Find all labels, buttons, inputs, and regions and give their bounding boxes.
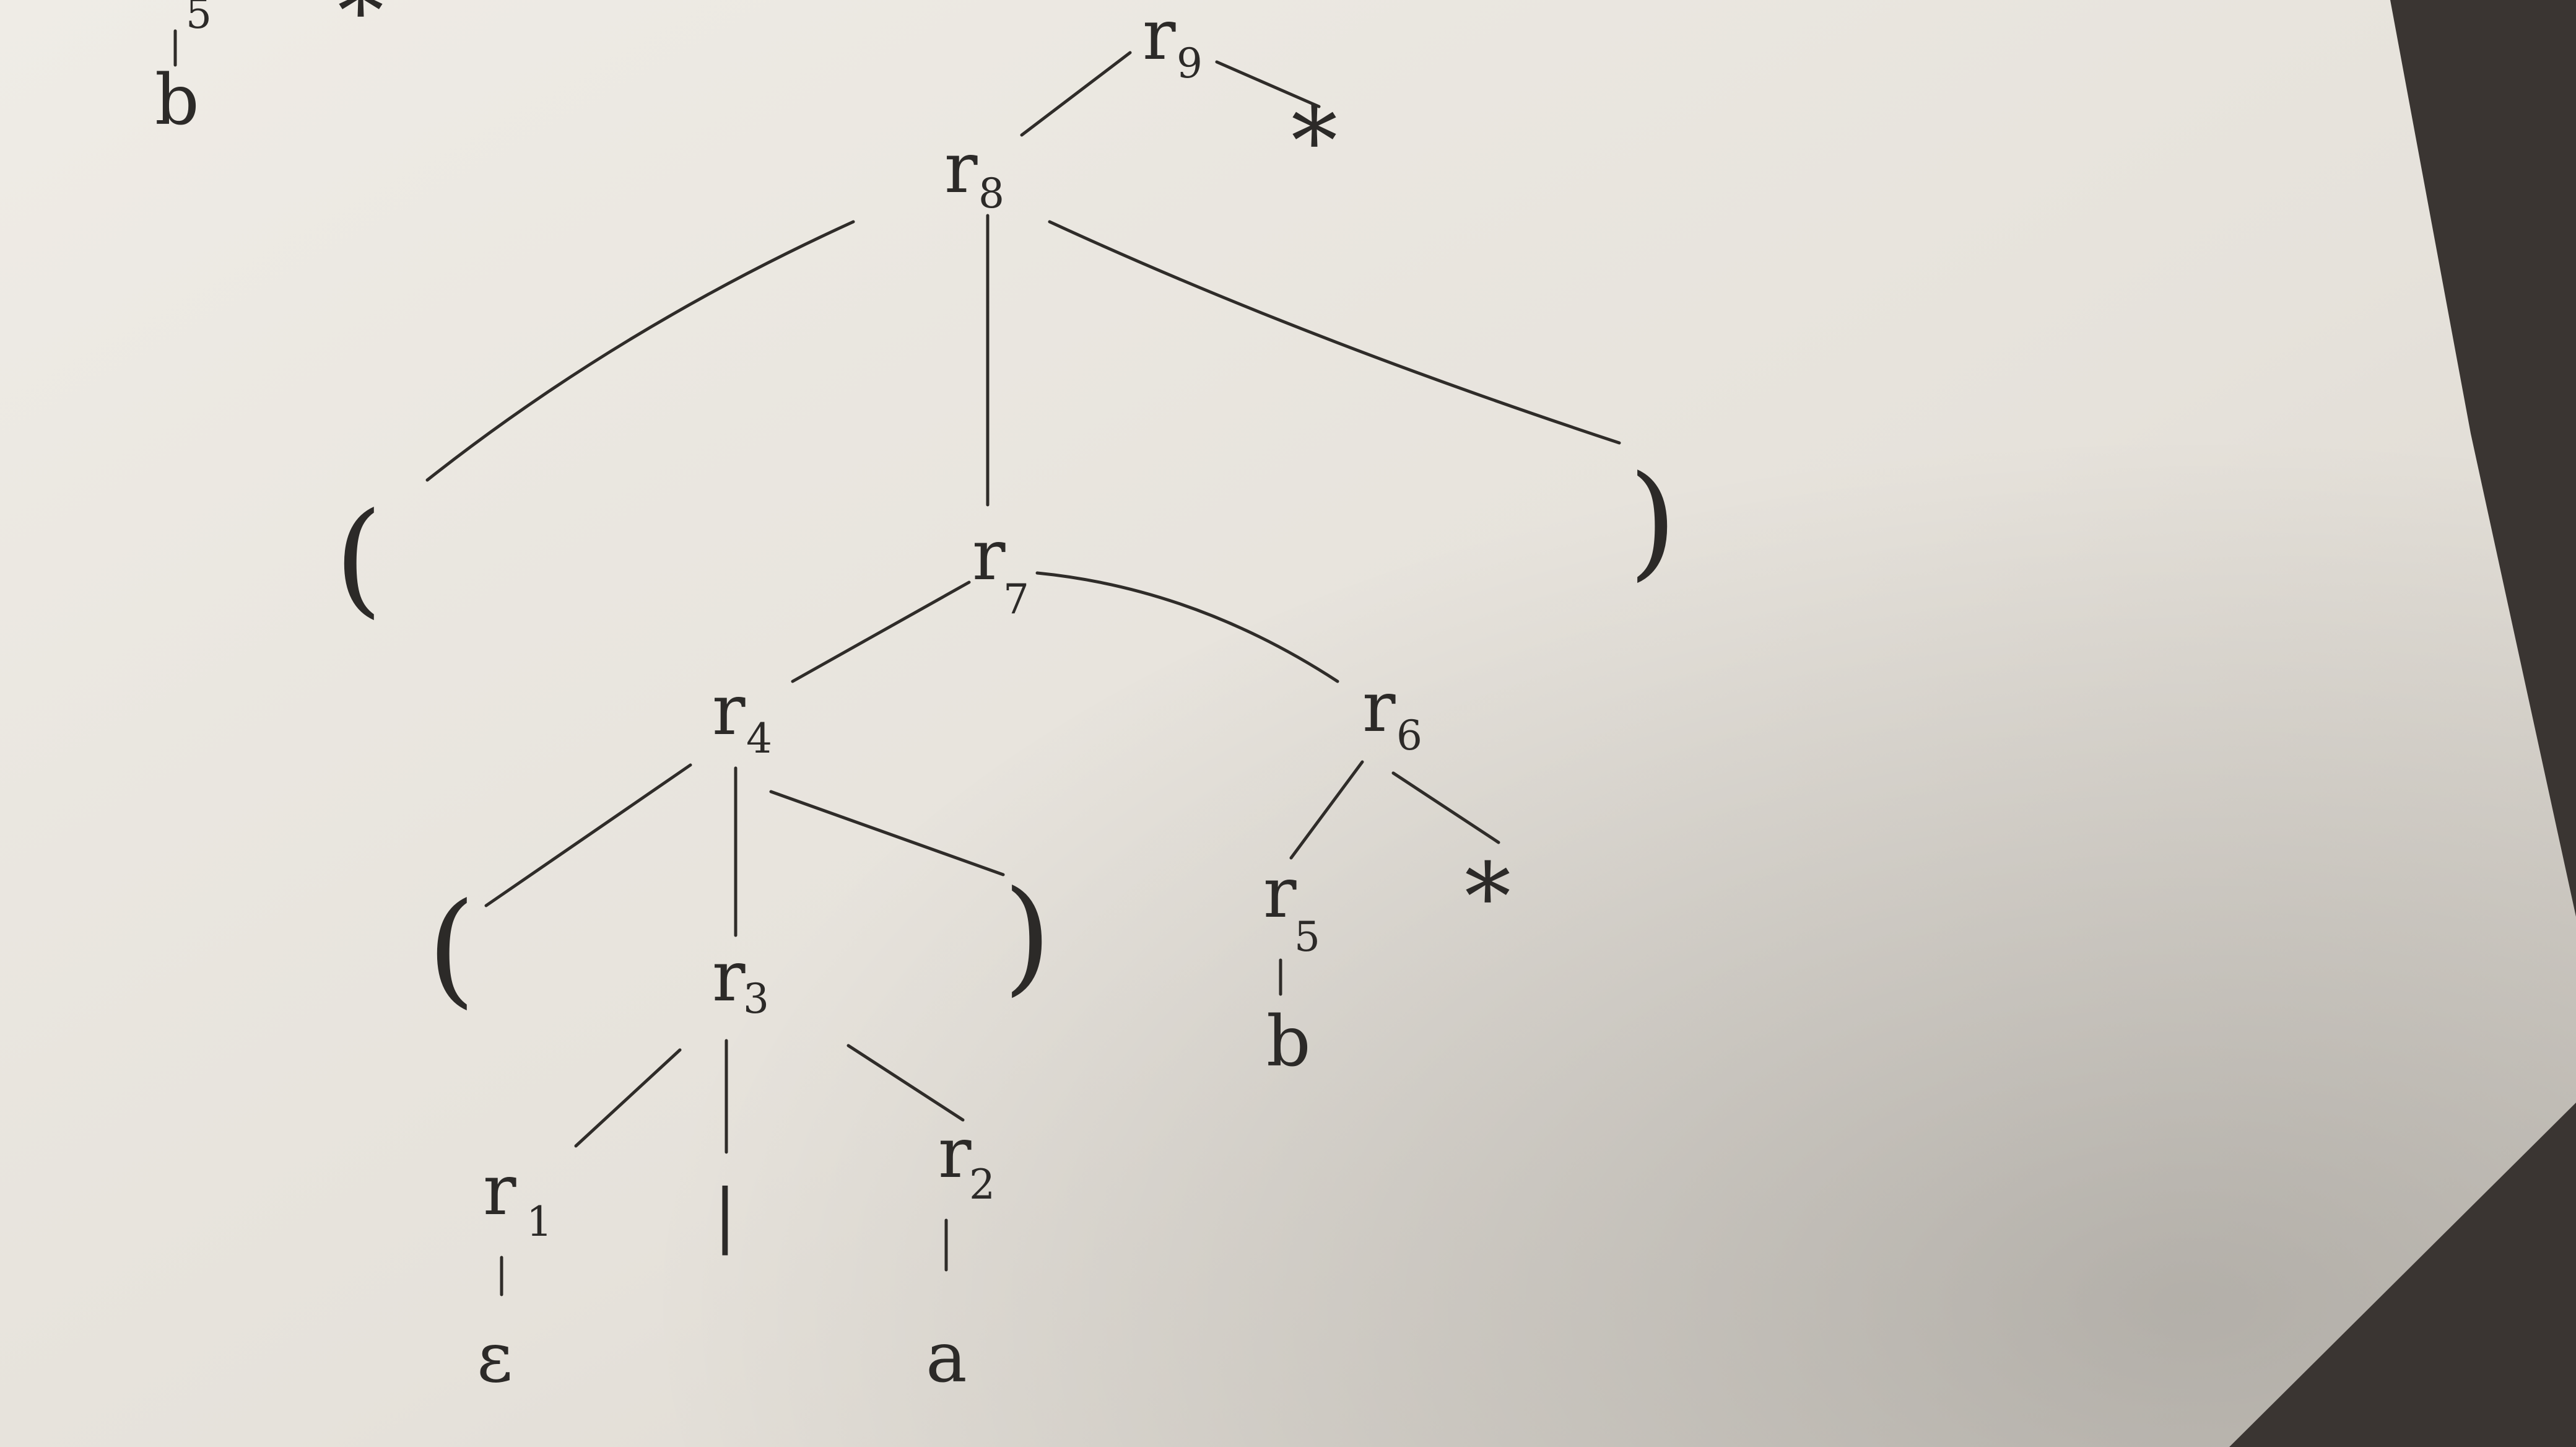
node-r5: r 5	[1263, 853, 1320, 961]
edge-r7-r6	[1035, 571, 1339, 683]
edge-r3-r2	[846, 1044, 965, 1122]
node-r9: r 9	[1142, 0, 1203, 87]
tree-nodes: r 9 r 8 r 7 r 4 r 6 r 5 r 3 r 1	[483, 0, 1422, 1246]
edge-r6-star	[1391, 771, 1500, 844]
corner-sub: 5	[186, 0, 212, 38]
node-r2-sub: 2	[969, 1161, 995, 1209]
edge-r8-close-paren	[1048, 220, 1621, 445]
node-r6-sub: 6	[1396, 712, 1422, 759]
edge-r7-r4	[791, 580, 971, 683]
node-r4-label: r	[712, 670, 746, 751]
node-r2-label: r	[938, 1113, 972, 1194]
node-r1-sub: 1	[526, 1198, 552, 1246]
node-r3-sub: 3	[743, 975, 769, 1023]
corner-star: *	[337, 0, 384, 66]
tree-leaves: * ( ) ( ) * b ε | a	[334, 88, 1677, 1398]
leaf-star-r6: *	[1464, 844, 1511, 951]
node-r7-sub: 7	[1003, 575, 1029, 623]
leaf-open-paren-r8: (	[334, 486, 383, 631]
edge-r9-star	[1215, 60, 1321, 108]
leaf-star-top: *	[1291, 88, 1338, 196]
edge-r8-open-paren	[425, 220, 855, 482]
edge-r4-open-paren	[484, 763, 692, 907]
node-r7-label: r	[972, 515, 1006, 596]
corner-fragment: 5 b *	[155, 0, 384, 141]
node-r5-label: r	[1263, 853, 1297, 933]
node-r8-sub: 8	[978, 170, 1004, 217]
leaf-a: a	[926, 1318, 967, 1398]
node-r6: r 6	[1362, 667, 1422, 759]
node-r4-sub: 4	[746, 715, 772, 763]
node-r3-label: r	[712, 937, 746, 1017]
node-r1: r 1	[483, 1150, 552, 1246]
edge-r3-r1	[574, 1048, 682, 1148]
tree-edges	[173, 29, 1621, 1296]
node-r2: r 2	[938, 1113, 995, 1209]
node-r1-label: r	[483, 1150, 516, 1231]
node-r9-label: r	[1142, 0, 1176, 76]
node-r5-sub: 5	[1294, 913, 1320, 961]
edge-r9-r8	[1020, 51, 1132, 137]
leaf-bar: |	[713, 1175, 737, 1256]
node-r6-label: r	[1362, 667, 1396, 748]
node-r3: r 3	[712, 937, 769, 1023]
edge-r6-r5	[1289, 760, 1364, 860]
node-r8: r 8	[944, 128, 1004, 217]
node-r8-label: r	[944, 128, 978, 209]
edge-r4-close-paren	[769, 790, 1005, 877]
leaf-close-paren-r4: )	[1003, 864, 1051, 1008]
leaf-epsilon: ε	[477, 1318, 513, 1398]
node-r4: r 4	[712, 670, 772, 763]
leaf-open-paren-r4: (	[427, 877, 476, 1021]
node-r7: r 7	[972, 515, 1029, 623]
leaf-close-paren-r8: )	[1629, 449, 1677, 593]
leaf-b-r5: b	[1266, 1002, 1311, 1082]
node-r9-sub: 9	[1177, 40, 1203, 87]
corner-b: b	[155, 60, 199, 141]
